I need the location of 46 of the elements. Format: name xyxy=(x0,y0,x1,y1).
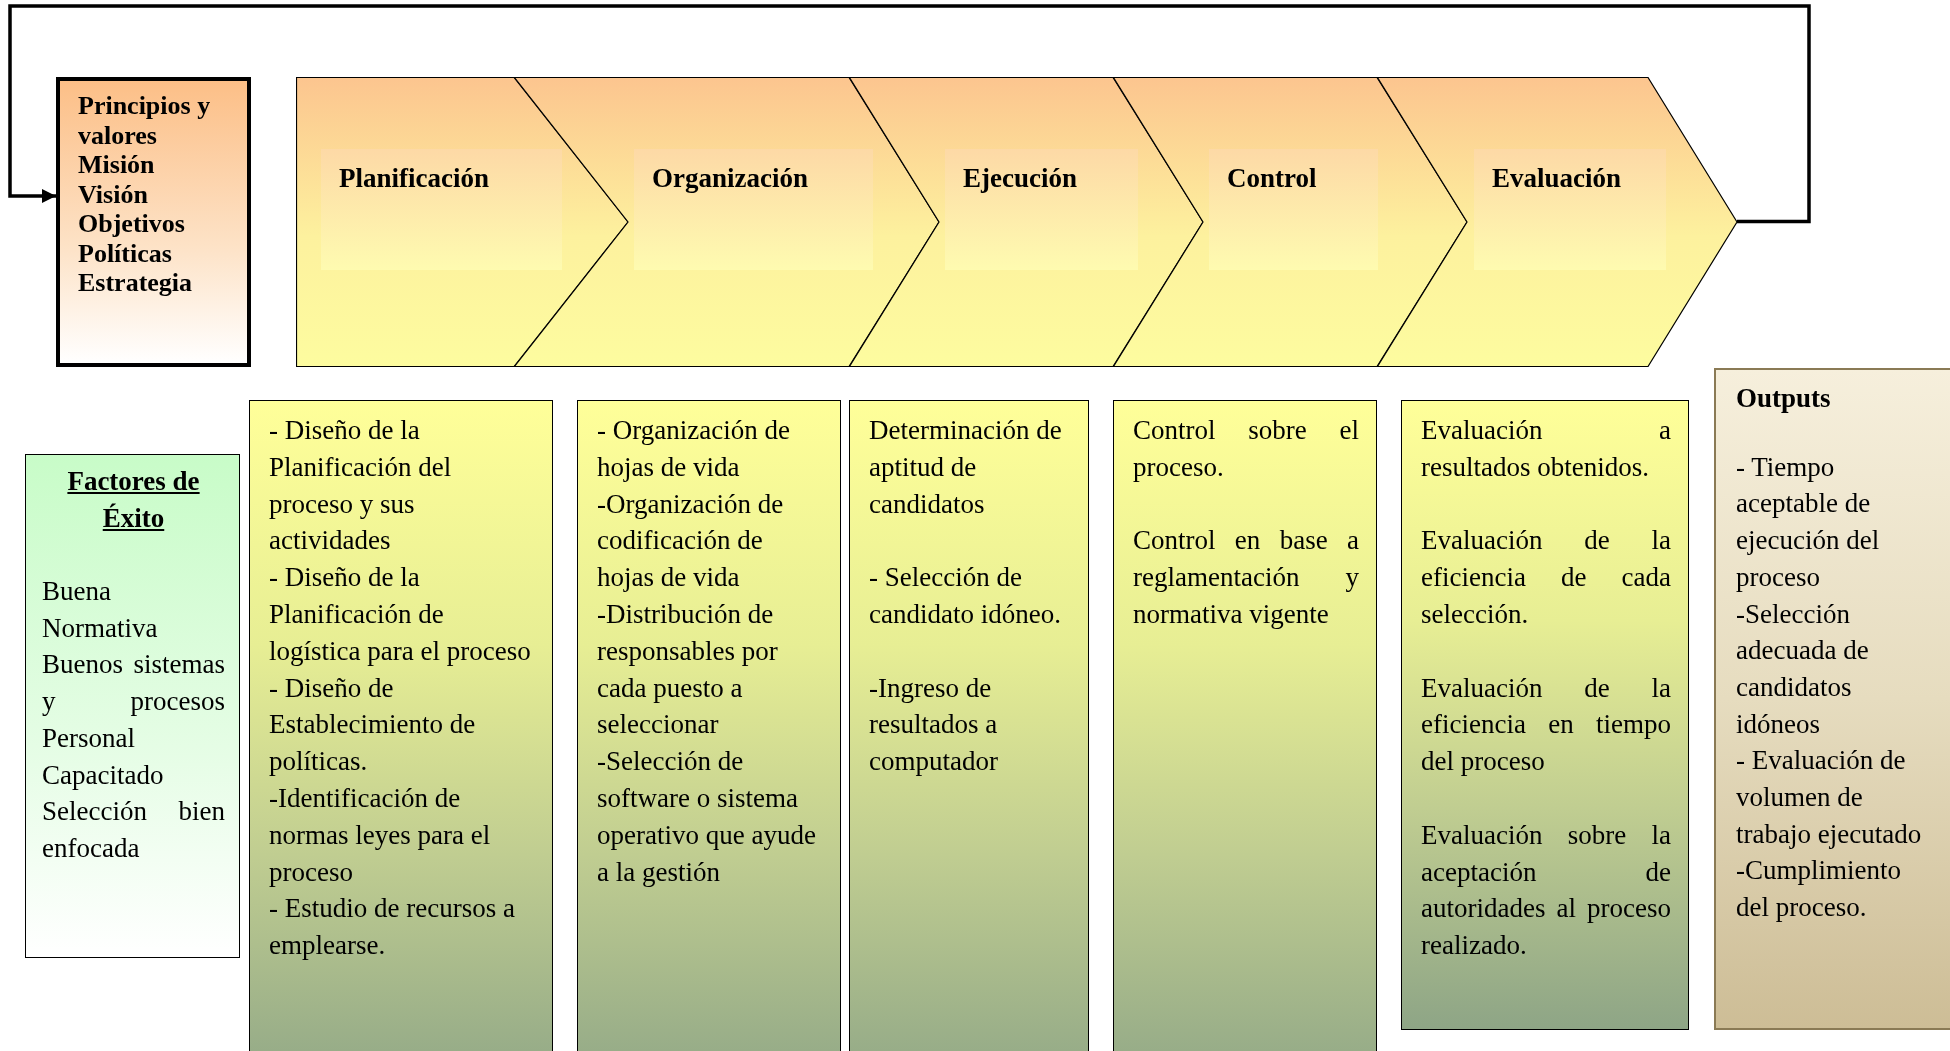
activity-box xyxy=(249,400,553,1051)
success-factors-box xyxy=(25,454,240,958)
activity-box xyxy=(849,400,1089,1051)
activity-text: - Organización de hojas de vida xyxy=(597,414,791,484)
principle-item: Visión xyxy=(78,179,149,209)
output-item: -Cumplimiento del proceso. xyxy=(1736,854,1902,925)
activity-text: Control sobre el proceso. xyxy=(1133,414,1359,484)
activity-box xyxy=(1401,400,1689,1030)
activity-box xyxy=(1113,400,1377,1051)
process-step-shape xyxy=(1377,77,1738,367)
activity-text: - Estudio de recursos a emplearse. xyxy=(269,892,516,963)
outputs-box xyxy=(1714,368,1950,1030)
principle-item: Objetivos xyxy=(78,209,186,239)
principle-item: Políticas xyxy=(78,238,173,268)
activity-text: Control en base a reglamentación y normativa vigente xyxy=(1133,524,1359,631)
activity-text: Evaluación de la eficiencia de cada selección. xyxy=(1421,524,1671,631)
activity-text: Evaluación a resultados obtenidos. xyxy=(1421,414,1671,484)
output-item: - Tiempo aceptable de ejecución del proceso xyxy=(1736,450,1881,594)
activity-text: - Diseño de Establecimiento de políticas. xyxy=(269,671,477,779)
activity-text: Evaluación sobre la aceptación de autoridades al proceso realizado. xyxy=(1421,818,1671,963)
activity-text: -Identificación de normas leyes para el proceso xyxy=(269,781,492,889)
step-label: Evaluación xyxy=(1474,149,1666,270)
step-label: Ejecución xyxy=(945,149,1138,270)
principle-item: Misión xyxy=(78,150,156,180)
principles-box xyxy=(56,77,251,367)
feedback-arrow xyxy=(8,4,1811,224)
factors-text: Buena Normativa Buenos sistemas y procesos Personal Capacitado Selección bien enfocada xyxy=(42,575,225,865)
box-heading: Factores de Éxito xyxy=(66,465,201,535)
step-label: Control xyxy=(1209,149,1378,270)
step-label: Organización xyxy=(634,149,873,270)
activity-text: -Ingreso de resultados a computador xyxy=(869,671,999,779)
activity-text: - Selección de candidato idóneo. xyxy=(869,561,1062,631)
activity-text: Determinación de aptitud de candidatos xyxy=(869,414,1063,521)
principle-item: Estrategia xyxy=(78,268,194,298)
activity-text: -Organización de codificación de hojas de vida xyxy=(597,487,785,595)
activity-text: -Distribución de responsables por cada puesto a seleccionar xyxy=(597,598,779,742)
activity-box xyxy=(577,400,841,1051)
activity-text: - Diseño de la Planificación de logística para el proceso xyxy=(269,561,532,668)
activity-text: -Selección de software o sistema operativo que ayude a la gestión xyxy=(597,745,817,889)
activity-text: - Diseño de la Planificación del proceso y sus actividades xyxy=(269,414,453,558)
activity-text: Evaluación de la eficiencia en tiempo del proceso xyxy=(1421,671,1671,779)
principle-item: Principios y valores xyxy=(78,91,212,150)
box-heading: Outputs xyxy=(1736,382,1832,415)
output-item: - Evaluación de volumen de trabajo ejecutado xyxy=(1736,744,1923,851)
step-label: Planificación xyxy=(321,149,562,270)
output-item: -Selección adecuada de candidatos idóneos xyxy=(1736,597,1870,741)
